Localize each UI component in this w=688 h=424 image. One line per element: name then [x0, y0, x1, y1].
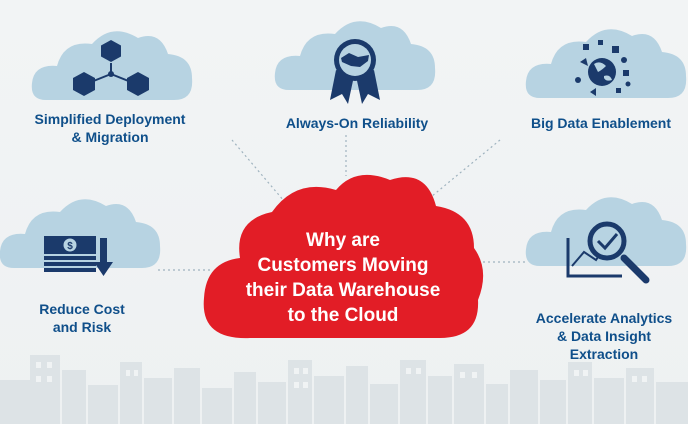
- handshake-badge-icon: [330, 39, 380, 104]
- benefit-label-cost: Reduce Cost and Risk: [39, 301, 125, 335]
- hexagon-network-icon: [73, 40, 149, 96]
- center-title: Why are Customers Moving their Data Ware…: [245, 230, 441, 326]
- globe-data-icon: [575, 40, 631, 96]
- connector-lines: [158, 135, 528, 271]
- center-cloud: [203, 174, 484, 339]
- money-down-icon: $: [44, 236, 113, 276]
- svg-text:$: $: [67, 241, 73, 252]
- chart-magnifier-icon: [566, 221, 650, 284]
- benefit-label-analytics: Accelerate Analytics & Data Insight Extr…: [535, 310, 673, 362]
- benefit-label-deployment: Simplified Deployment & Migration: [34, 111, 186, 145]
- benefit-label-reliability: Always-On Reliability: [285, 115, 429, 131]
- benefit-label-big-data: Big Data Enablement: [530, 115, 672, 131]
